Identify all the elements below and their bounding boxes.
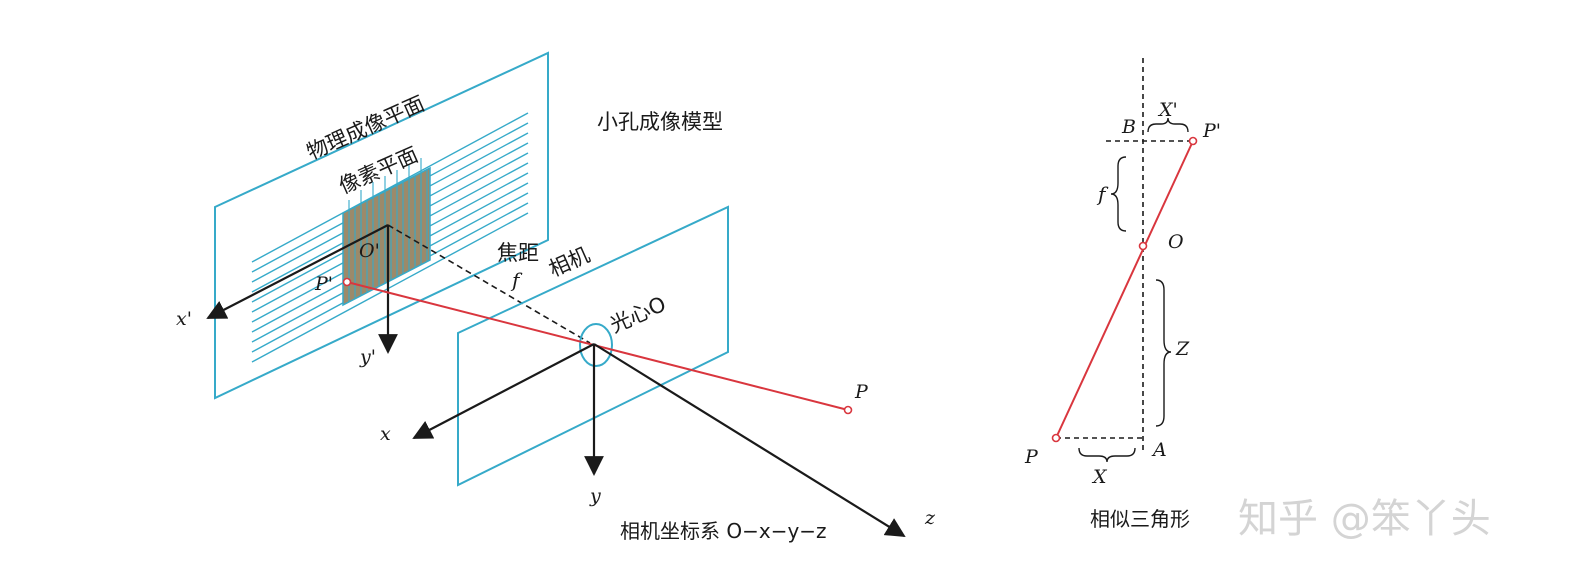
x-label: x bbox=[380, 423, 391, 445]
right-f-label: f bbox=[1096, 182, 1109, 206]
y-label: y bbox=[589, 485, 601, 507]
right-p-prime-point bbox=[1188, 136, 1198, 146]
physical-imaging-plane bbox=[214, 51, 549, 400]
f-brace bbox=[1110, 156, 1127, 232]
p-prime-label: P' bbox=[314, 273, 333, 295]
camera-coords-label: 相机坐标系 O−x−y−z bbox=[620, 519, 827, 543]
right-p-label: P bbox=[1024, 446, 1039, 468]
optical-center-marker bbox=[579, 323, 613, 367]
z-label: z bbox=[924, 507, 936, 529]
right-p-point bbox=[1051, 433, 1061, 443]
right-o-point bbox=[1138, 241, 1148, 251]
focal-length-label: 焦距 bbox=[497, 241, 539, 265]
p-prime-point bbox=[342, 277, 352, 287]
x-prime-label: x' bbox=[176, 308, 192, 330]
similar-triangle-ray bbox=[1055, 140, 1194, 439]
x-prime-brace bbox=[1147, 117, 1189, 133]
p-point bbox=[843, 405, 853, 415]
z-brace bbox=[1155, 279, 1172, 427]
title: 小孔成像模型 bbox=[597, 110, 723, 134]
right-o-label: O bbox=[1168, 231, 1184, 253]
p-label: P bbox=[854, 381, 869, 403]
camera-label: 相机 bbox=[545, 243, 593, 282]
focal-length-line bbox=[387, 224, 591, 344]
watermark: 知乎 @笨丫头 bbox=[1238, 496, 1491, 542]
similar-triangles-caption: 相似三角形 bbox=[1090, 507, 1190, 531]
right-x-prime-label: X' bbox=[1157, 99, 1178, 121]
o-prime-label: O' bbox=[359, 240, 380, 262]
x-prime-axis bbox=[206, 224, 389, 319]
z-axis bbox=[593, 343, 906, 538]
pixel-plane-grid-top bbox=[348, 158, 422, 210]
optical-center-label: 光心O bbox=[606, 292, 669, 338]
right-p-prime-label: P' bbox=[1202, 120, 1221, 142]
right-z-label: Z bbox=[1175, 338, 1190, 360]
pixel-plane bbox=[342, 166, 431, 307]
focal-f-label: f bbox=[510, 268, 523, 292]
x-brace bbox=[1078, 447, 1136, 463]
y-prime-label: y' bbox=[359, 346, 376, 368]
camera-plane bbox=[457, 205, 729, 487]
x-axis bbox=[412, 343, 595, 439]
right-a-label: A bbox=[1151, 439, 1167, 461]
braces bbox=[1078, 117, 1189, 463]
right-b-label: B bbox=[1121, 116, 1136, 138]
right-x-label: X bbox=[1091, 466, 1108, 488]
